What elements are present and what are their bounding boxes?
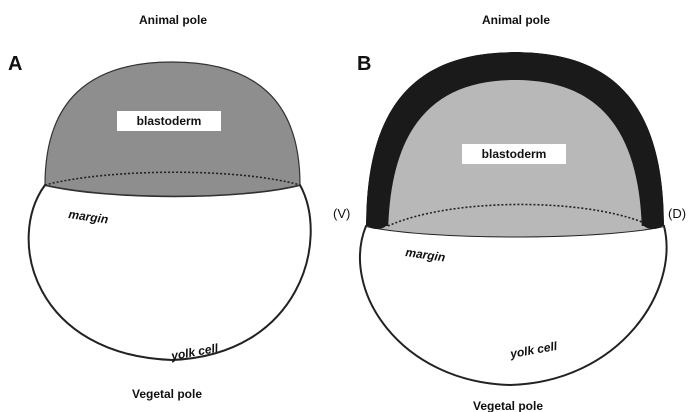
panel-b-animal-pole-label: Animal pole	[482, 13, 550, 27]
panel-b-letter: B	[357, 53, 371, 75]
panel-b-vegetal-pole-label: Vegetal pole	[473, 399, 543, 412]
panel-b-blastoderm-label: blastoderm	[482, 147, 547, 161]
panel-b-ventral-marker: (V)	[333, 206, 350, 221]
panel-a-blastoderm-label: blastoderm	[137, 114, 202, 128]
panel-b-dorsal-marker: (D)	[668, 206, 686, 221]
panel-a: A Animal pole Vegetal pole blastoderm ma…	[8, 13, 311, 401]
panel-a-animal-pole-label: Animal pole	[139, 13, 207, 27]
panel-b-ventral-end	[366, 215, 388, 229]
panel-a-letter: A	[8, 53, 22, 75]
panel-b: B Animal pole Vegetal pole blastoderm ma…	[333, 13, 686, 412]
panel-a-vegetal-pole-label: Vegetal pole	[132, 387, 202, 401]
panel-b-dorsal-end	[642, 215, 664, 229]
